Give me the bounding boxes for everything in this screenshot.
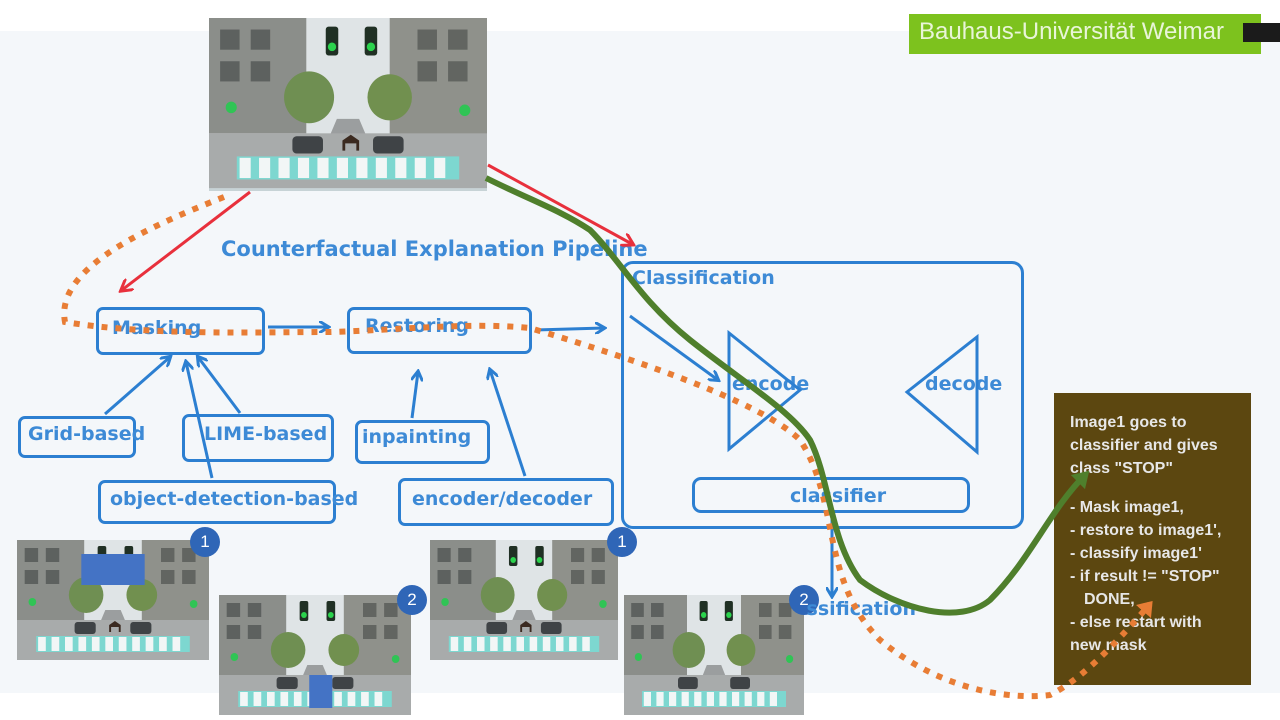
masked-image-2 <box>219 595 411 715</box>
diagram-title: Counterfactual Explanation Pipeline <box>221 237 648 261</box>
notes-line: DONE, <box>1084 591 1135 608</box>
notes-line: - else restart with <box>1070 614 1202 631</box>
notes-line: - restore to image1', <box>1070 522 1222 539</box>
inpainting-label: inpainting <box>362 426 472 448</box>
restored-image-1 <box>430 540 618 660</box>
notes-line: class "STOP" <box>1070 460 1173 477</box>
corner-tab <box>1243 23 1280 42</box>
notes-panel: Image1 goes to classifier and gives clas… <box>1054 393 1251 685</box>
encoder-decoder-label: encoder/decoder <box>412 488 593 510</box>
notes-line: - Mask image1, <box>1070 499 1184 516</box>
classification-region-label: Classification <box>632 267 775 289</box>
classifier-label: classifier <box>790 485 887 507</box>
notes-line: new mask <box>1070 637 1147 654</box>
step-badge-2a: 2 <box>397 585 427 615</box>
notes-line: Image1 goes to <box>1070 414 1187 431</box>
masking-label: Masking <box>112 317 202 339</box>
encode-label: encode <box>732 373 810 395</box>
restored-image-2 <box>624 595 804 715</box>
masked-image-1 <box>17 540 209 660</box>
university-name: Bauhaus-Universität Weimar <box>919 18 1225 45</box>
notes-line: - if result != "STOP" <box>1070 568 1220 585</box>
notes-line: classifier and gives <box>1070 437 1218 454</box>
university-banner: Bauhaus-Universität Weimar <box>909 14 1261 54</box>
step-badge-1a: 1 <box>190 527 220 557</box>
notes-line: - classify image1' <box>1070 545 1202 562</box>
street-scene-image <box>209 18 487 191</box>
lime-based-label: LIME-based <box>204 423 328 445</box>
grid-based-label: Grid-based <box>28 423 146 445</box>
object-detection-label: object-detection-based <box>110 488 359 510</box>
notes-line <box>1070 480 1241 496</box>
restoring-label: Restoring <box>365 315 469 337</box>
output-classification-label: Classification <box>806 598 916 620</box>
decode-label: decode <box>925 373 1003 395</box>
step-badge-1b: 1 <box>607 527 637 557</box>
